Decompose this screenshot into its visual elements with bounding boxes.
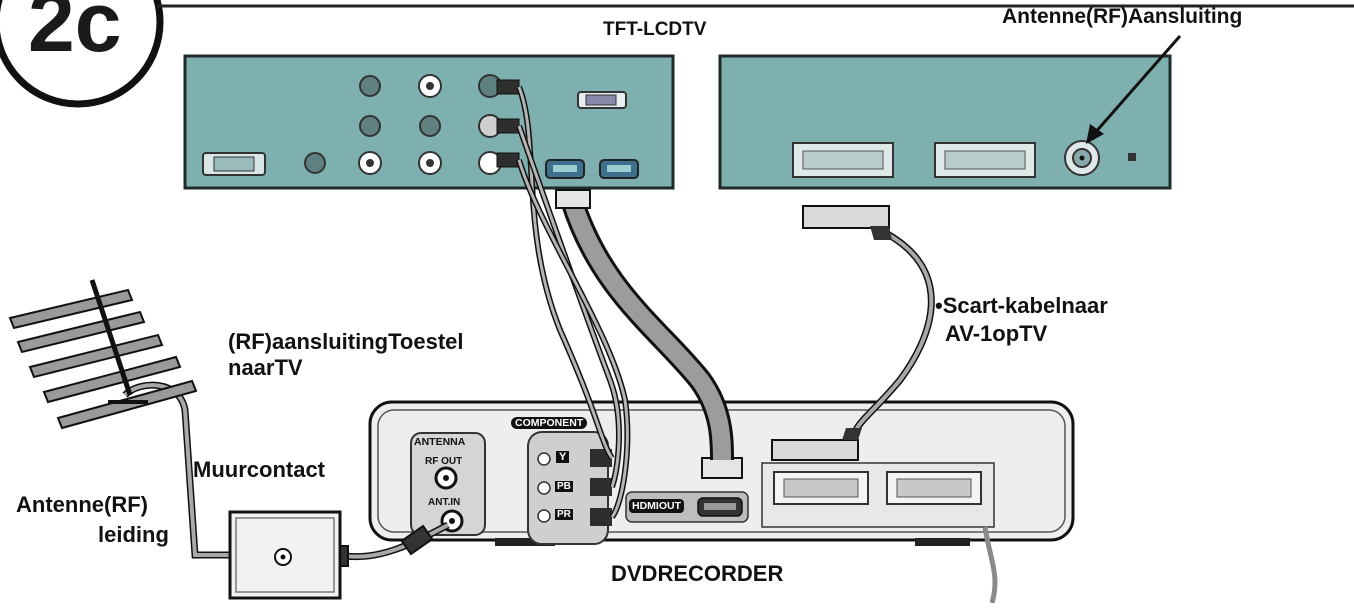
hdmi-plug-icon xyxy=(555,189,591,209)
scart-cable-label-line2: AV-1opTV xyxy=(945,321,1048,346)
component-plug-icon xyxy=(590,508,612,526)
rf-connection-label-line2: naarTV xyxy=(228,355,303,380)
ant-in-label: ANT.IN xyxy=(428,497,461,508)
antenna-cable-label-line2: leiding xyxy=(98,522,169,547)
hdmi-out-label: HDMIOUT xyxy=(629,499,684,513)
recorder-title: DVDRECORDER xyxy=(611,561,784,586)
rf-connection-label-line1: (RF)aansluitingToestel xyxy=(228,329,464,354)
jack-icon xyxy=(419,115,441,137)
component-plug-icon xyxy=(496,118,520,134)
tv-left-panel xyxy=(183,54,675,190)
wall-socket xyxy=(228,510,342,600)
jack-icon xyxy=(304,152,326,174)
antenna-icon xyxy=(8,279,198,430)
step-number: 2c xyxy=(28,0,122,69)
tv-title: TFT-LCDTV xyxy=(603,19,707,40)
hdmi-plug-icon xyxy=(701,457,743,479)
scart-plug-icon xyxy=(771,428,862,461)
pointer-arrow xyxy=(1092,35,1182,135)
dvd-recorder xyxy=(368,400,1075,604)
antenna-connection-label: Antenne(RF)Aansluiting xyxy=(1002,5,1243,28)
step-badge xyxy=(0,0,164,108)
power-cord xyxy=(982,526,998,604)
antenna-panel-label: ANTENNA xyxy=(414,436,466,448)
jack-icon xyxy=(359,115,381,137)
antenna-cable-label-line1: Antenne(RF) xyxy=(16,492,148,517)
jack-icon xyxy=(359,75,381,97)
wall-socket-label: Muurcontact xyxy=(193,457,325,482)
rf-out-label: RF OUT xyxy=(425,456,463,467)
tv-right-panel xyxy=(718,35,1182,190)
rf-plug-icon xyxy=(400,524,434,556)
scart-cable-label-line1: •Scart-kabelnaar xyxy=(935,293,1108,318)
component-y-label: Y xyxy=(556,451,570,463)
scart-plug-icon xyxy=(802,205,892,240)
component-pb-label: PB xyxy=(555,481,573,492)
cables xyxy=(122,85,935,561)
component-label: COMPONENT xyxy=(511,417,588,429)
component-plug-icon xyxy=(496,152,520,168)
component-plug-icon xyxy=(496,79,520,95)
component-pr-label: PR xyxy=(555,509,573,520)
component-plug-icon xyxy=(590,478,612,496)
